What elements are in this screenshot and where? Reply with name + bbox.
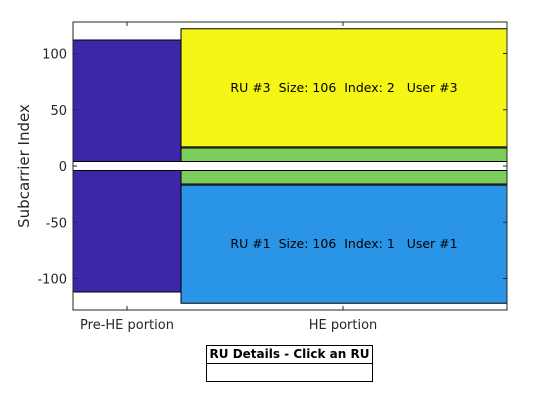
- ru-block-ru-1[interactable]: [180, 184, 508, 304]
- ru-blocks: RU #3 Size: 106 Index: 2 User #3 RU #1 Si…: [72, 28, 508, 304]
- ru-block-ru-3[interactable]: [180, 28, 508, 148]
- y-axis-label: Subcarrier Index: [15, 104, 33, 228]
- ru-block-pre-he-upper[interactable]: [72, 39, 182, 162]
- ru-label-ru-1: RU #1 Size: 106 Index: 1 User #1: [230, 236, 457, 251]
- ru-details-panel: RU Details - Click an RU: [206, 345, 373, 382]
- x-tick-label: HE portion: [309, 318, 378, 333]
- ru-block-he-upper-green[interactable]: [180, 147, 508, 162]
- ru-details-title: RU Details - Click an RU: [207, 346, 372, 364]
- y-tick-label: -50: [46, 216, 67, 231]
- y-tick-label: 0: [59, 160, 67, 175]
- y-tick-label: 50: [50, 104, 67, 119]
- y-tick-label: -100: [37, 273, 67, 288]
- x-tick-label: Pre-HE portion: [80, 318, 174, 333]
- ru-block-pre-he-lower[interactable]: [72, 170, 182, 293]
- y-tick-label: 100: [42, 48, 67, 63]
- ru-label-ru-3: RU #3 Size: 106 Index: 2 User #3: [230, 80, 457, 95]
- ru-block-he-lower-green[interactable]: [180, 170, 508, 185]
